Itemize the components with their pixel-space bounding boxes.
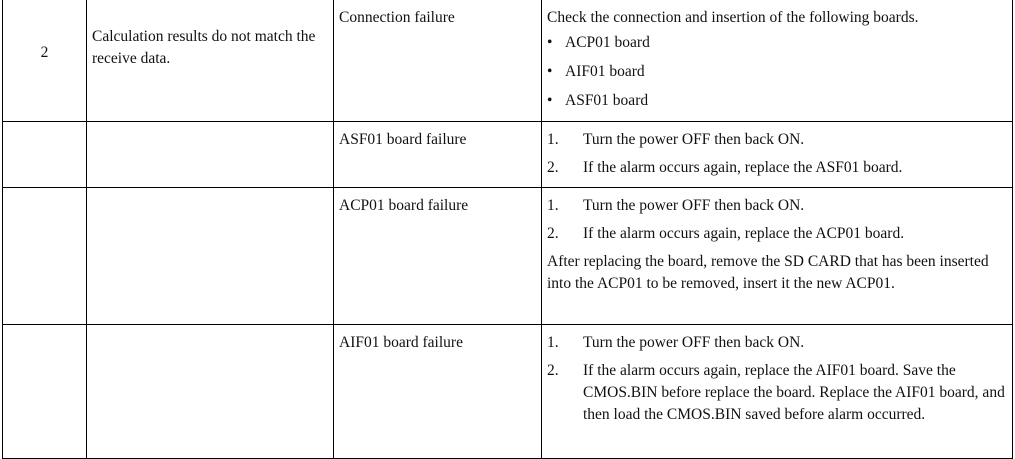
action-intro: Check the connection and insertion of th… [547,9,919,26]
list-item: • AIF01 board [547,61,1006,90]
step-text: If the alarm occurs again, replace the A… [583,362,1005,423]
action-cell: 1. Turn the power OFF then back ON. 2. I… [541,187,1013,325]
action-cell: 1. Turn the power OFF then back ON. 2. I… [541,324,1013,459]
action-note: After replacing the board, remove the SD… [547,253,989,292]
event-cell [86,324,334,459]
list-item: 1. Turn the power OFF then back ON. [547,195,1006,217]
step-number: 2. [547,362,559,379]
step-text: Turn the power OFF then back ON. [583,334,805,351]
cause-text: AIF01 board failure [339,334,463,351]
step-number: 2. [547,159,559,176]
list-item: 1. Turn the power OFF then back ON. [547,332,1006,354]
step-text: If the alarm occurs again, replace the A… [583,225,905,242]
alarm-number: 2 [40,43,49,61]
list-item: 2. If the alarm occurs again, replace th… [547,223,1006,245]
cause-text: ASF01 board failure [339,131,467,148]
list-item: 1. Turn the power OFF then back ON. [547,129,1006,151]
cause-cell: ACP01 board failure [333,187,542,325]
step-text: Turn the power OFF then back ON. [583,197,805,214]
event-text: Calculation results do not match the rec… [92,28,316,67]
alarm-number-cell: 2 [2,0,87,122]
cause-cell: ASF01 board failure [333,121,542,188]
event-cell [86,121,334,188]
event-cell [86,187,334,325]
table-row: ASF01 board failure 1. Turn the power OF… [2,121,1013,188]
bullet-text: ACP01 board [565,34,650,51]
list-item: • ASF01 board [547,90,1006,119]
list-item: 2. If the alarm occurs again, replace th… [547,157,1006,179]
alarm-number-cell [2,187,87,325]
bullet-icon: • [547,63,553,80]
table-row: AIF01 board failure 1. Turn the power OF… [2,324,1013,459]
event-cell: Calculation results do not match the rec… [86,0,334,122]
table-row: ACP01 board failure 1. Turn the power OF… [2,187,1013,325]
bullet-text: AIF01 board [565,63,645,80]
alarm-number-cell [2,324,87,459]
bullet-text: ASF01 board [565,92,649,109]
bullet-icon: • [547,34,553,51]
cause-cell: AIF01 board failure [333,324,542,459]
cause-text: ACP01 board failure [339,197,469,214]
step-number: 1. [547,334,559,351]
step-number: 1. [547,131,559,148]
step-text: If the alarm occurs again, replace the A… [583,159,903,176]
alarm-number-cell [2,121,87,188]
step-number: 1. [547,197,559,214]
bullet-icon: • [547,92,553,109]
action-cell: 1. Turn the power OFF then back ON. 2. I… [541,121,1013,188]
step-number: 2. [547,225,559,242]
action-cell: Check the connection and insertion of th… [541,0,1013,122]
cause-text: Connection failure [339,9,455,26]
step-text: Turn the power OFF then back ON. [583,131,805,148]
list-item: 2. If the alarm occurs again, replace th… [547,360,1006,426]
list-item: • ACP01 board [547,32,1006,61]
table-row: 2 Calculation results do not match the r… [2,0,1013,122]
cause-cell: Connection failure [333,0,542,122]
